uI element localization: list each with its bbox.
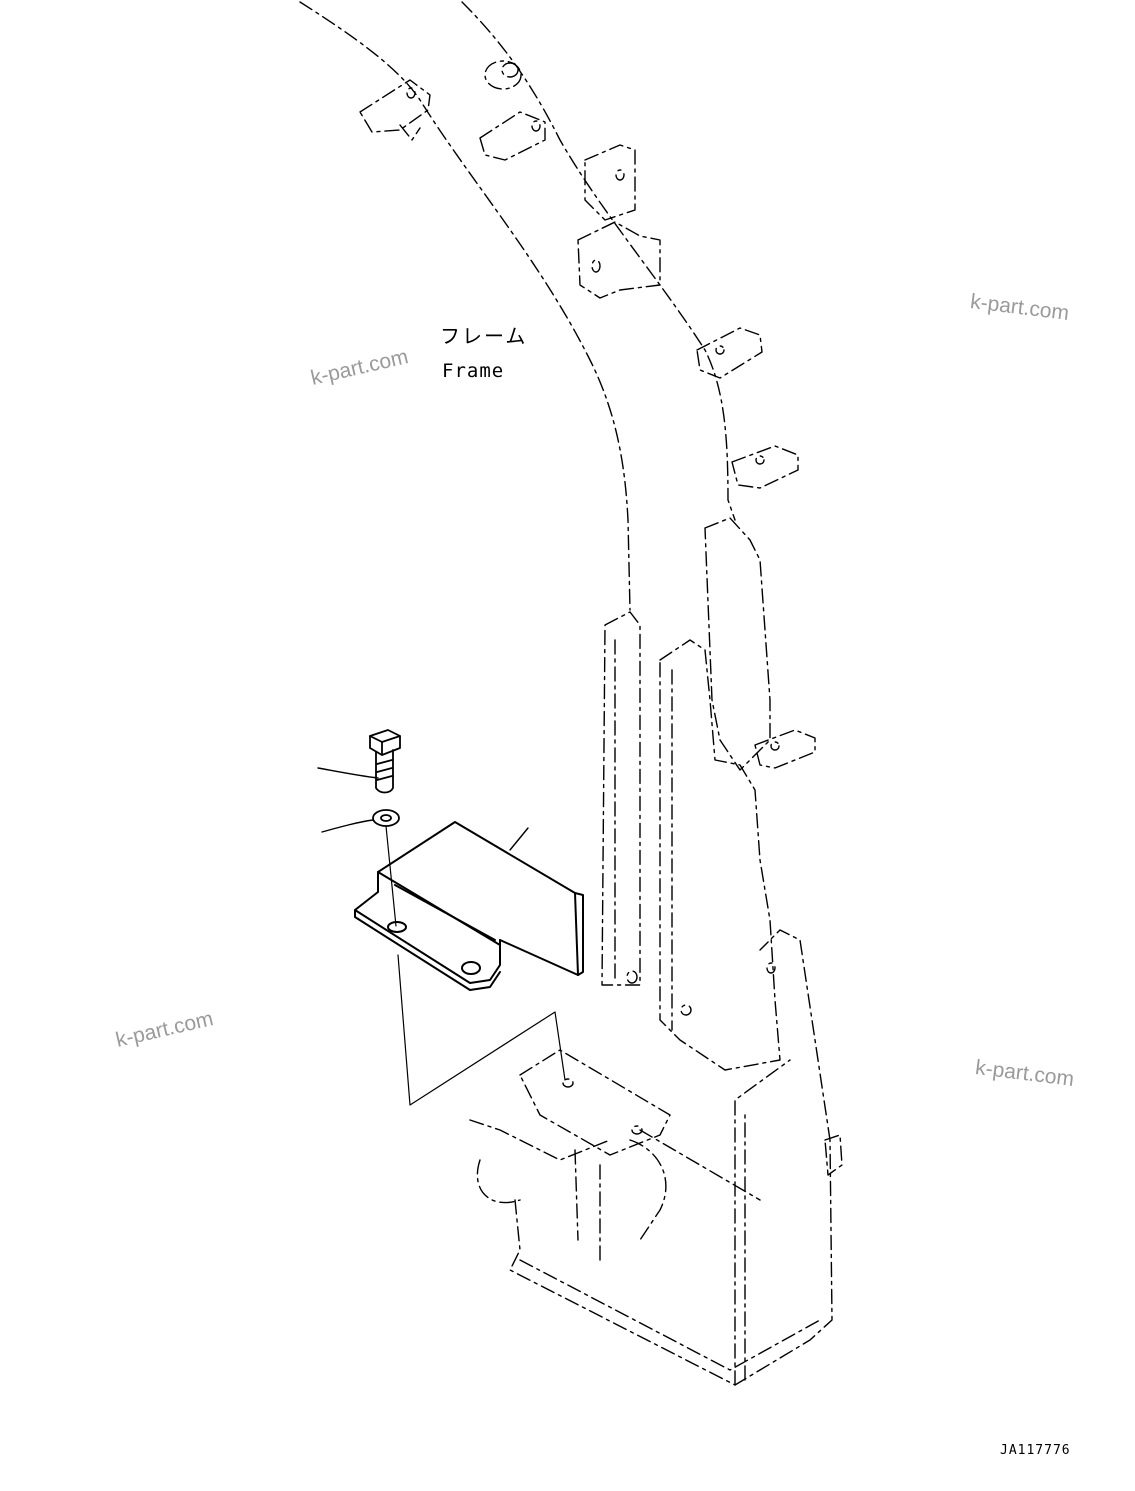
assembly-guide-lines [385,825,566,1106]
frame-side-box [704,517,771,771]
frame-outer-rail [299,1,631,611]
frame-tab-3 [584,144,636,221]
hex-bolt-icon[interactable] [369,729,401,794]
washer-leader [321,819,374,833]
washer-icon[interactable] [372,809,400,827]
frame-tab-2 [479,111,546,161]
bracket-leader [509,827,529,851]
frame-phantom-outline [299,1,843,1386]
frame-tab-5 [696,327,763,379]
frame-tab-6 [731,445,799,489]
leader-lines [317,767,529,851]
frame-inner-rail [461,1,736,521]
bolt-leader [317,767,379,779]
frame-mount-plate [519,1049,671,1156]
frame-tab-8 [824,1134,843,1176]
frame-label-japanese: フレーム [440,324,528,348]
frame-tab-1 [359,79,431,133]
cover-bracket-icon[interactable] [354,821,584,991]
frame-tab-4 [577,221,661,299]
document-id: JA117776 [1000,1443,1071,1458]
frame-lower-rail [601,611,641,986]
frame-inner-column [659,639,781,1071]
frame-label-english: Frame [442,360,505,382]
frame-base [509,929,833,1386]
frame-tab-7 [754,729,816,769]
